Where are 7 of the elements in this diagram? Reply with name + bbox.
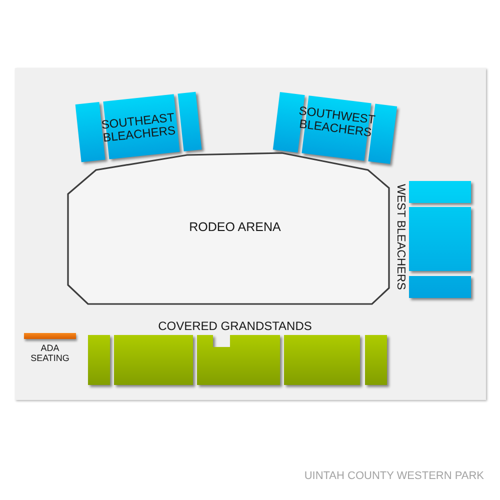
section-label: ADA SEATING [30, 343, 70, 364]
section-label: SOUTHEAST BLEACHERS [100, 110, 178, 144]
section-label: SOUTHWEST BLEACHERS [297, 104, 377, 140]
arena-label: RODEO ARENA [188, 221, 282, 234]
venue-name: UINTAH COUNTY WESTERN PARK [304, 470, 484, 482]
section-label: WEST BLEACHERS [394, 184, 406, 290]
section-label: COVERED GRANDSTANDS [157, 320, 313, 333]
